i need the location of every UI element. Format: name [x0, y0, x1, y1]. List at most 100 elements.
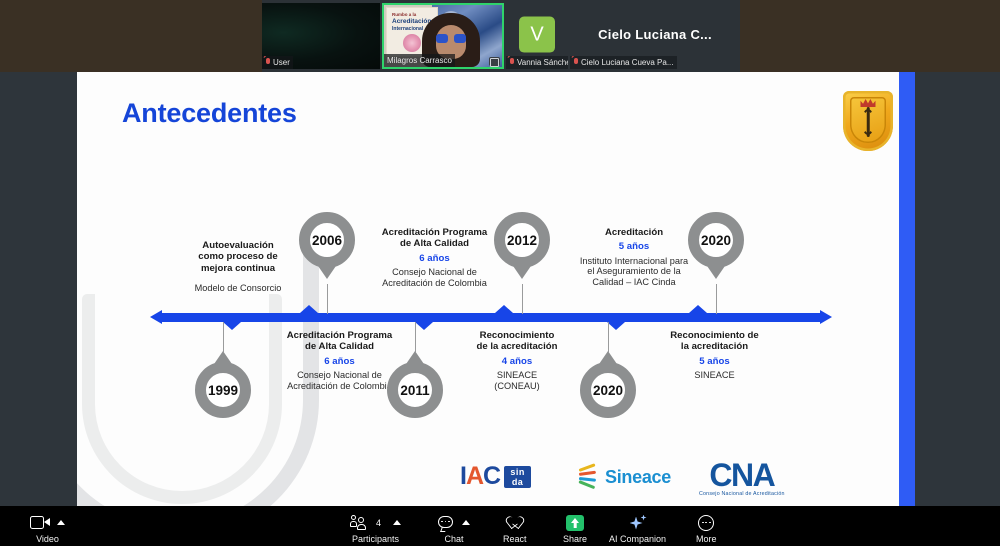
- participant-tile-vannia-sanchez[interactable]: V Vannia Sánchez: [506, 3, 568, 69]
- timeline-arrow-left-icon: [150, 310, 162, 324]
- chevron-up-icon[interactable]: [462, 520, 470, 525]
- timeline-pin-2020-top[interactable]: 2020: [688, 212, 744, 279]
- timeline-notch-up: [689, 305, 707, 313]
- pin-stem: [415, 322, 416, 352]
- mic-off-icon: [265, 58, 271, 67]
- timeline-pin-2020-bottom[interactable]: 2020: [580, 351, 636, 418]
- timeline-axis: [150, 305, 832, 330]
- pin-year: 1999: [207, 382, 239, 398]
- event-headline: Acreditación: [604, 227, 664, 238]
- poster-line-2: Acreditación: [392, 18, 432, 25]
- toolbar-label: Chat: [444, 534, 464, 544]
- cna-wordmark: CNA: [709, 457, 775, 493]
- university-shield-icon: [843, 91, 893, 151]
- toolbar-share-button[interactable]: Share: [563, 513, 587, 544]
- poster-seal-icon: [403, 34, 421, 52]
- timeline-pin-2012[interactable]: 2012: [494, 212, 550, 279]
- avatar: V: [519, 16, 555, 53]
- pin-year: 2020: [592, 382, 624, 398]
- pin-year: 2012: [506, 232, 538, 248]
- toolbar-label: Share: [563, 534, 588, 544]
- participant-tile-user[interactable]: User: [262, 3, 380, 69]
- event-duration: 6 años: [324, 355, 355, 367]
- participant-name: User: [273, 58, 290, 67]
- sineace-badge-icon: sin da: [504, 465, 532, 488]
- toolbar-ai-companion-button[interactable]: AI Companion: [609, 513, 666, 544]
- page-title: Antecedentes: [122, 98, 297, 128]
- event-entity: SINEACE: [694, 369, 735, 380]
- meeting-toolbar: Video 4 Participants Chat Reac: [0, 506, 1000, 546]
- timeline-notch-up: [495, 305, 513, 313]
- filmstrip-right-fill: [740, 0, 1000, 72]
- participant-display-name: Cielo Luciana C...: [598, 27, 712, 42]
- timeline-event-2012: Acreditación 5 años Instituto Internacio…: [559, 227, 709, 288]
- toolbar-label: Video: [36, 534, 59, 544]
- pin-stem: [327, 284, 328, 314]
- mic-off-icon: [509, 58, 515, 67]
- iac-badge-line2: da: [511, 476, 524, 487]
- timeline-notch-down: [223, 322, 241, 330]
- participant-tile-cielo-luciana[interactable]: Cielo Luciana C... Cielo Luciana Cueva P…: [570, 3, 740, 69]
- poster-line-3: Internacional: [392, 26, 424, 32]
- iac-wordmark: IAC: [460, 462, 501, 490]
- timeline-notch-down: [607, 322, 625, 330]
- slide-accent-bar: [899, 72, 915, 506]
- more-dots-icon: [698, 514, 715, 531]
- toolbar-more-button[interactable]: More: [696, 513, 717, 544]
- timeline-pin-2011[interactable]: 2011: [387, 351, 443, 418]
- timeline-pin-2006[interactable]: 2006: [299, 212, 355, 279]
- timeline-arrow-right-icon: [820, 310, 832, 324]
- sineace-logo: Sineace: [577, 463, 671, 489]
- pin-stem: [223, 322, 224, 352]
- intro-entity: Modelo de Consorcio: [194, 282, 282, 293]
- chevron-up-icon[interactable]: [57, 520, 65, 525]
- timeline-notch-up: [300, 305, 318, 313]
- chevron-up-icon[interactable]: [393, 520, 402, 525]
- participant-filmstrip: User Rumbo a la Acreditación Internacion…: [0, 0, 1000, 72]
- participants-count: 4: [376, 517, 382, 528]
- sineace-wordmark: Sineace: [605, 466, 671, 487]
- toolbar-participants-button[interactable]: 4 Participants: [350, 513, 402, 544]
- toolbar-react-button[interactable]: React: [503, 513, 527, 544]
- pin-year: 2006: [311, 232, 343, 248]
- pin-stem: [522, 284, 523, 314]
- slide-logo-row: IAC sin da Sineace CNA Consejo Nacional …: [77, 457, 899, 502]
- share-screen-icon: [566, 514, 585, 531]
- event-entity: SINEACE(CONEAU): [494, 369, 540, 391]
- participant-name: Vannia Sánchez: [517, 58, 568, 67]
- poster-line-1: Rumbo a la: [392, 12, 417, 17]
- pin-stem: [716, 284, 717, 314]
- event-duration: 5 años: [699, 355, 730, 367]
- iac-badge-line1: sin: [510, 466, 525, 477]
- participant-tile-milagros-carrasco[interactable]: Rumbo a la Acreditación Internacional Mi…: [382, 3, 504, 69]
- event-duration: 5 años: [618, 241, 650, 253]
- participants-icon: [350, 515, 370, 530]
- timeline-pin-1999[interactable]: 1999: [195, 351, 251, 418]
- toolbar-label: Participants: [351, 534, 400, 544]
- event-duration: 6 años: [419, 252, 450, 264]
- pin-stem: [608, 322, 609, 352]
- sineace-bird-icon: [577, 463, 601, 489]
- timeline-notch-down: [415, 322, 433, 330]
- toolbar-video-button[interactable]: Video: [30, 513, 65, 544]
- toolbar-label: More: [696, 534, 717, 544]
- toolbar-label: AI Companion: [609, 534, 667, 544]
- cna-logo: CNA Consejo Nacional de Acreditación: [699, 457, 785, 497]
- toolbar-chat-button[interactable]: Chat: [438, 513, 470, 544]
- participant-name: Milagros Carrasco: [387, 56, 452, 65]
- sparkle-icon: [629, 514, 647, 531]
- event-duration: 4 años: [501, 355, 533, 367]
